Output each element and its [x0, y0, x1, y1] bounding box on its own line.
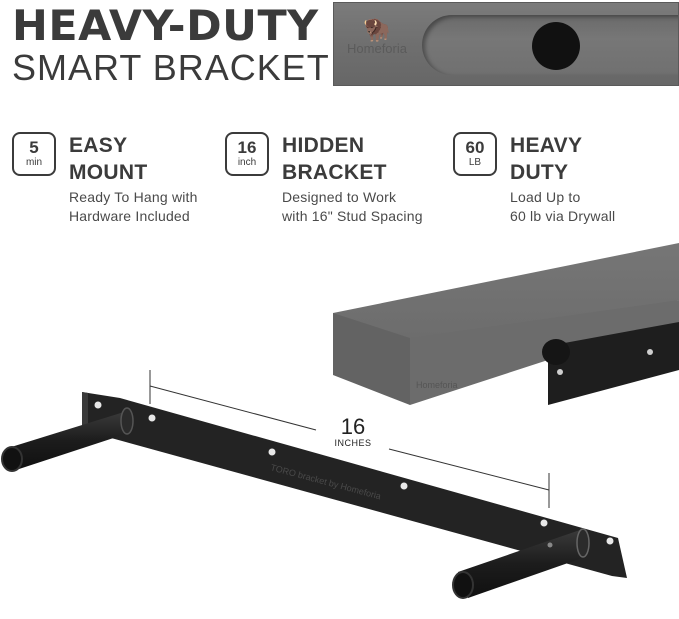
bracket-hole — [532, 22, 580, 70]
badge-5-min: 5 min — [12, 132, 56, 176]
badge-number: 16 — [237, 138, 257, 157]
feature-desc-line2: 60 lb via Drywall — [510, 208, 616, 224]
feature-desc-line2: Hardware Included — [69, 208, 190, 224]
feature-title: HIDDEN BRACKET — [282, 132, 387, 186]
bison-icon: 🦬 — [363, 17, 391, 42]
bracket-bar: TORO bracket by Homeforia — [82, 392, 627, 578]
shelf-brand-text: Homeforia — [416, 380, 458, 390]
feature-desc-line2: with 16" Stud Spacing — [282, 208, 423, 224]
feature-title-line2: MOUNT — [69, 161, 148, 184]
dimension-unit: INCHES — [334, 438, 372, 448]
badge-number: 5 — [29, 138, 39, 157]
feature-title-line1: EASY — [69, 134, 128, 157]
feature-desc-line1: Designed to Work — [282, 189, 397, 205]
feature-title: HEAVY DUTY — [510, 132, 582, 186]
dimension-line — [149, 370, 550, 508]
shelf-closeup-photo: 🦬 Homeforia — [333, 2, 679, 86]
badge-unit: min — [25, 157, 43, 168]
feature-description: Designed to Work with 16" Stud Spacing — [282, 188, 423, 226]
badge-60-lb: 60 LB — [453, 132, 497, 176]
brand-name: Homeforia — [347, 41, 407, 56]
feature-description: Ready To Hang with Hardware Included — [69, 188, 198, 226]
feature-desc-line1: Ready To Hang with — [69, 189, 198, 205]
right-support-rod — [452, 528, 590, 599]
feature-title-line2: BRACKET — [282, 161, 387, 184]
feature-description: Load Up to 60 lb via Drywall — [510, 188, 615, 226]
badge-unit: LB — [468, 157, 482, 168]
feature-title-line2: DUTY — [510, 161, 569, 184]
headline-subtitle: SMART BRACKET — [12, 47, 330, 88]
brand-logo: 🦬 Homeforia — [337, 17, 417, 57]
feature-title-line1: HEAVY — [510, 134, 583, 157]
badge-16-inch: 16 inch — [225, 132, 269, 176]
badge-unit: inch — [237, 157, 257, 168]
dimension-label: 16 INCHES — [328, 414, 378, 449]
badge-number: 60 — [465, 138, 485, 157]
feature-desc-line1: Load Up to — [510, 189, 581, 205]
dimension-value: 16 — [340, 414, 366, 439]
feature-title: EASY MOUNT — [69, 132, 148, 186]
feature-title-line1: HIDDEN — [282, 134, 365, 157]
floating-shelf: Homeforia — [333, 243, 679, 405]
left-support-rod — [1, 407, 134, 472]
headline-title: HEAVY-DUTY — [12, 1, 319, 50]
